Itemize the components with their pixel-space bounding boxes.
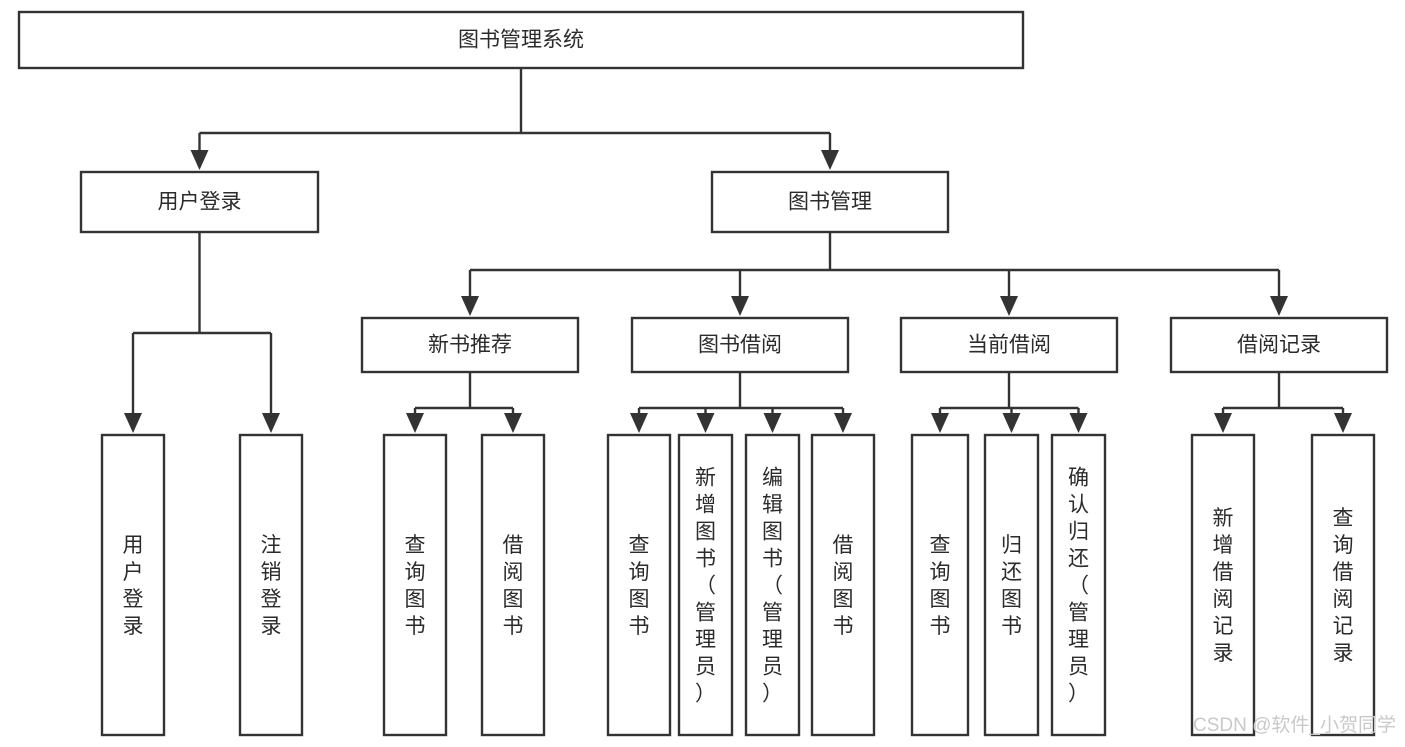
node-leaf-add-book[interactable]: 新增图书（管理员） [677,433,734,737]
node-label-leaf-query-book-borrow: 查询图书 [629,534,650,638]
csdn-watermark: CSDN @软件_小贺同学 [1193,714,1396,736]
edge-record-to-leaves [1214,372,1352,433]
node-box-leaf-user-login[interactable] [100,433,166,737]
node-leaf-confirm-return[interactable]: 确认归还（管理员） [1050,433,1107,737]
node-box-leaf-borrow-book-recommend[interactable] [480,433,546,737]
node-label-book-management: 图书管理 [788,191,872,214]
node-leaf-query-borrow-record[interactable]: 查询借阅记录 [1310,433,1376,737]
node-box-new-book-recommend[interactable] [360,316,580,374]
node-box-leaf-query-book-borrow[interactable] [606,433,672,737]
edge-current-to-leaves-arrow-2 [1069,413,1088,433]
node-root[interactable]: 图书管理系统 [17,10,1025,70]
node-box-leaf-query-book-current[interactable] [910,433,970,737]
edge-root-to-level1-arrow-0 [190,150,209,170]
node-box-borrow-record[interactable] [1169,316,1389,374]
edge-userlogin-to-leaves-arrow-0 [124,413,142,433]
edge-root-to-level1-arrow-1 [821,150,839,170]
node-box-user-login[interactable] [79,170,320,234]
edge-bookmgmt-to-level2-arrow-0 [461,296,479,316]
edge-borrow-to-leaves-arrow-2 [763,413,782,433]
node-label-borrow-record: 借阅记录 [1237,334,1321,357]
node-leaf-borrow-book[interactable]: 借阅图书 [810,433,876,737]
edge-record-to-leaves-arrow-0 [1214,413,1232,433]
node-box-leaf-edit-book[interactable] [744,433,801,737]
node-box-current-borrow[interactable] [899,316,1119,374]
node-box-leaf-logout[interactable] [238,433,304,737]
node-box-leaf-confirm-return[interactable] [1050,433,1107,737]
node-label-user-login: 用户登录 [158,191,242,214]
edge-userlogin-to-leaves-arrow-1 [262,413,280,433]
node-label-leaf-edit-book: 编辑图书（管理员） [762,467,783,706]
edge-bookmgmt-to-level2-arrow-1 [731,296,749,316]
edge-borrow-to-leaves-arrow-1 [696,413,715,433]
edge-current-to-leaves-arrow-1 [1002,413,1021,433]
edge-borrow-to-leaves-arrow-0 [630,413,648,433]
node-box-leaf-borrow-book[interactable] [810,433,876,737]
node-layer: 图书管理系统用户登录图书管理新书推荐图书借阅当前借阅借阅记录用户登录注销登录查询… [17,10,1389,737]
node-label-book-borrow: 图书借阅 [698,334,782,357]
edge-record-to-leaves-arrow-1 [1334,413,1352,433]
node-label-leaf-add-book: 新增图书（管理员） [695,467,716,706]
node-label-root: 图书管理系统 [458,29,584,52]
node-leaf-edit-book[interactable]: 编辑图书（管理员） [744,433,801,737]
node-label-leaf-query-book-current: 查询图书 [930,534,951,638]
node-book-management[interactable]: 图书管理 [710,170,950,234]
node-new-book-recommend[interactable]: 新书推荐 [360,316,580,374]
node-leaf-borrow-book-recommend[interactable]: 借阅图书 [480,433,546,737]
node-leaf-user-login[interactable]: 用户登录 [100,433,166,737]
edge-root-to-level1 [190,68,839,170]
node-user-login[interactable]: 用户登录 [79,170,320,234]
node-box-leaf-add-book[interactable] [677,433,734,737]
node-label-leaf-query-book-recommend: 查询图书 [405,534,426,638]
node-label-leaf-logout: 注销登录 [261,534,282,638]
node-box-leaf-query-borrow-record[interactable] [1310,433,1376,737]
node-label-leaf-borrow-book-recommend: 借阅图书 [503,534,524,638]
node-box-leaf-return-book[interactable] [983,433,1040,737]
connector-layer [124,68,1352,433]
node-label-leaf-user-login: 用户登录 [123,534,144,638]
edge-bookmgmt-to-level2 [461,232,1288,316]
edge-borrow-to-leaves [630,372,852,433]
edge-recommend-to-leaves [406,372,522,433]
node-label-leaf-return-book: 归还图书 [1001,534,1022,638]
edge-current-to-leaves-arrow-0 [931,413,949,433]
edge-bookmgmt-to-level2-arrow-2 [1000,296,1018,316]
edge-borrow-to-leaves-arrow-3 [834,413,852,433]
node-box-book-management[interactable] [710,170,950,234]
edge-current-to-leaves [931,372,1088,433]
node-label-leaf-borrow-book: 借阅图书 [833,534,854,638]
node-leaf-query-book-borrow[interactable]: 查询图书 [606,433,672,737]
node-box-leaf-add-borrow-record[interactable] [1190,433,1256,737]
node-current-borrow[interactable]: 当前借阅 [899,316,1119,374]
edge-userlogin-to-leaves [124,232,280,433]
edge-recommend-to-leaves-arrow-1 [504,413,522,433]
node-book-borrow[interactable]: 图书借阅 [630,316,850,374]
edge-bookmgmt-to-level2-arrow-3 [1270,296,1288,316]
node-leaf-query-book-current[interactable]: 查询图书 [910,433,970,737]
node-label-new-book-recommend: 新书推荐 [428,334,512,357]
watermark-layer: CSDN @软件_小贺同学 [1193,714,1396,736]
node-box-leaf-query-book-recommend[interactable] [382,433,448,737]
node-label-leaf-confirm-return: 确认归还（管理员） [1068,467,1089,706]
node-leaf-return-book[interactable]: 归还图书 [983,433,1040,737]
node-label-leaf-add-borrow-record: 新增借阅记录 [1213,507,1234,665]
node-leaf-logout[interactable]: 注销登录 [238,433,304,737]
edge-recommend-to-leaves-arrow-0 [406,413,424,433]
node-label-leaf-query-borrow-record: 查询借阅记录 [1333,507,1354,665]
node-leaf-add-borrow-record[interactable]: 新增借阅记录 [1190,433,1256,737]
node-leaf-query-book-recommend[interactable]: 查询图书 [382,433,448,737]
node-borrow-record[interactable]: 借阅记录 [1169,316,1389,374]
node-box-root[interactable] [17,10,1025,70]
node-box-book-borrow[interactable] [630,316,850,374]
node-label-current-borrow: 当前借阅 [967,334,1051,357]
